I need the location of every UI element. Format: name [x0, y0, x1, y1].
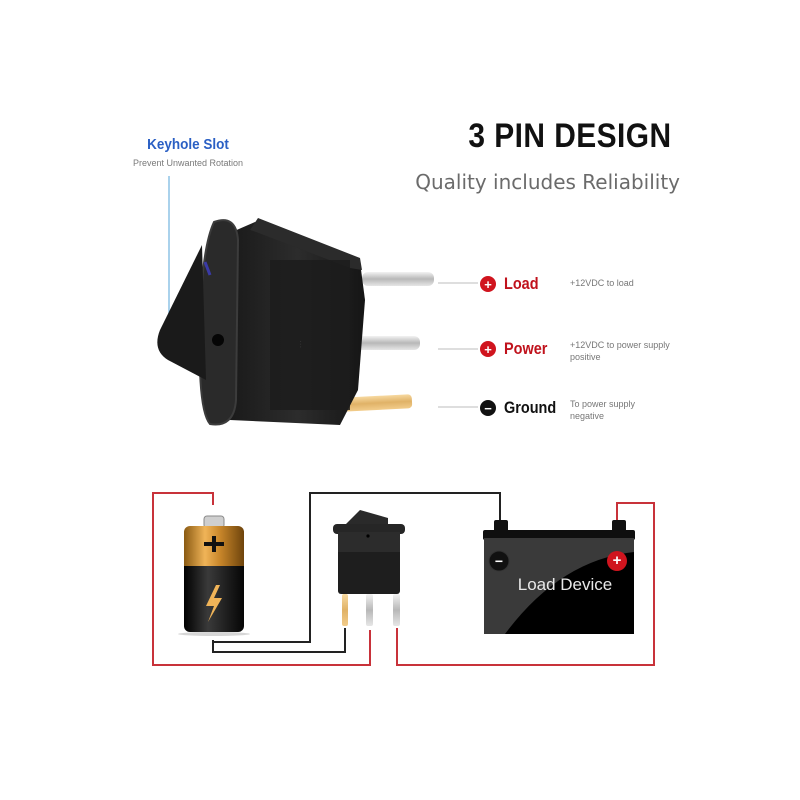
- load-negative-sign: −: [494, 553, 504, 569]
- wire-battery-positive: [152, 492, 371, 666]
- pin-description: To power supply negative: [570, 399, 636, 421]
- minus-icon: −: [480, 400, 496, 416]
- wire-battery-negative-to-switch: [212, 628, 346, 653]
- pin-name: Ground: [504, 398, 557, 417]
- pin-description: +12VDC to load: [570, 278, 634, 288]
- plus-icon: +: [480, 276, 496, 292]
- pin-name: Load: [504, 274, 539, 293]
- load-device-label: Load Device: [517, 575, 613, 594]
- pin-label-power: + Power +12VDC to power supply positive: [480, 337, 670, 362]
- keyhole-slot-description: Prevent Unwanted Rotation: [132, 158, 244, 168]
- plus-icon: +: [480, 341, 496, 357]
- pin-description: +12VDC to power supply positive: [570, 340, 670, 362]
- rocker-switch-icon: [333, 510, 405, 626]
- load-pin: [362, 272, 434, 286]
- ground-pin: [339, 394, 413, 412]
- power-pin: [348, 336, 420, 350]
- svg-text:...: ...: [297, 340, 308, 348]
- load-positive-sign: +: [612, 552, 622, 569]
- pin-label-load: + Load +12VDC to load: [480, 272, 634, 296]
- page-title: 3 PIN DESIGN: [468, 117, 672, 155]
- pin-terminals: [339, 272, 434, 412]
- battery-icon: [178, 515, 250, 636]
- pin-name: Power: [504, 339, 548, 358]
- wire-battery-negative-to-load: [212, 492, 501, 643]
- pin-label-ground: − Ground To power supply negative: [480, 396, 635, 421]
- load-device-icon: [483, 520, 635, 634]
- wire-switch-load-to-device: [396, 502, 655, 666]
- page-subtitle: Quality includes Reliability: [415, 170, 680, 194]
- keyhole-slot-title: Keyhole Slot: [147, 136, 229, 153]
